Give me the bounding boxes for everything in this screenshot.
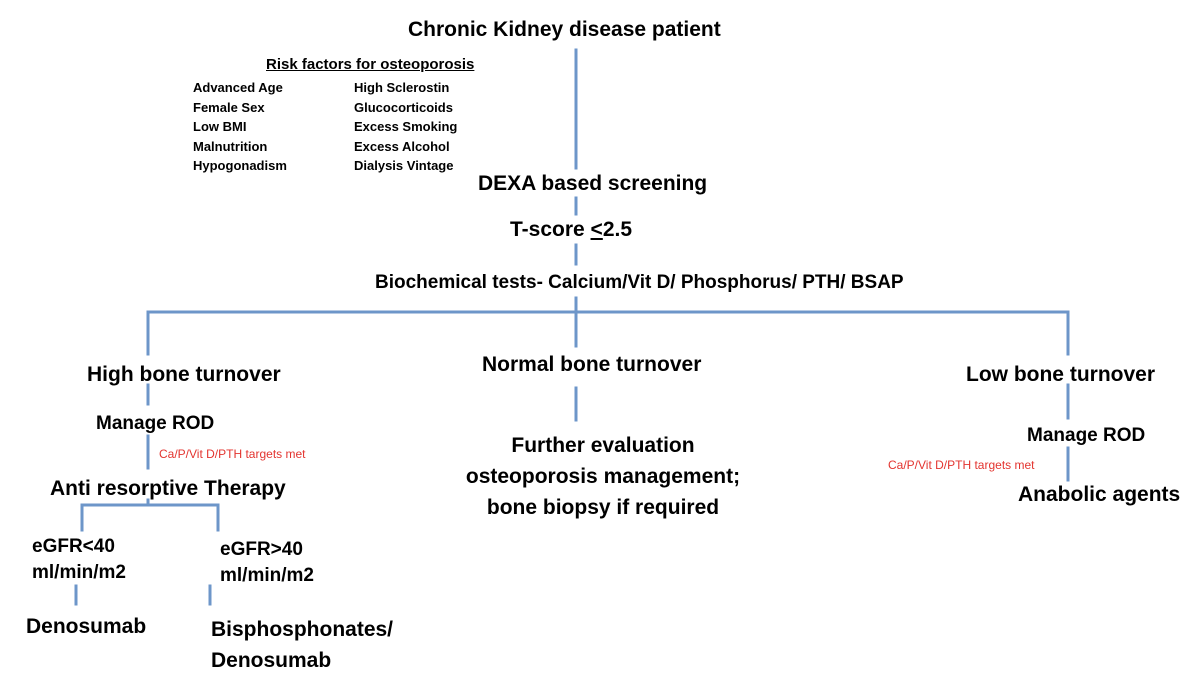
node-low-manage-rod: Manage ROD	[1027, 425, 1146, 446]
node-ckd-patient: Chronic Kidney disease patient	[408, 18, 721, 41]
evaluation-line-1: Further evaluation	[511, 434, 695, 457]
node-bisphosphonates-denosumab: Bisphosphonates/ Denosumab	[211, 614, 393, 676]
risk-factors-title: Risk factors for osteoporosis	[266, 56, 475, 73]
egfr-lt-40-unit: ml/min/m2	[32, 562, 126, 583]
node-high-bone-turnover: High bone turnover	[87, 363, 281, 386]
risk-factors-right-column: High Sclerostin Glucocorticoids Excess S…	[354, 78, 457, 176]
bisphosphonates-line-2: Denosumab	[211, 649, 332, 672]
risk-factor-item: Malnutrition	[193, 138, 268, 154]
risk-factor-item: Excess Smoking	[354, 119, 458, 134]
risk-factors-left-column: Advanced Age Female Sex Low BMI Malnutri…	[193, 78, 287, 176]
node-high-manage-rod: Manage ROD	[96, 413, 215, 434]
node-further-evaluation: Further evaluation osteoporosis manageme…	[443, 430, 763, 523]
node-denosumab: Denosumab	[26, 615, 147, 638]
risk-factor-item: High Sclerostin	[354, 80, 450, 95]
risk-factor-item: Advanced Age	[193, 80, 283, 95]
risk-factor-item: Excess Alcohol	[354, 138, 450, 154]
tscore-symbol: <	[590, 218, 603, 241]
node-egfr-lt-40: eGFR<40 ml/min/m2	[32, 534, 126, 586]
note-low-targets-met: Ca/P/Vit D/PTH targets met	[888, 458, 1035, 472]
egfr-lt-40-label: eGFR<40	[32, 536, 115, 557]
bisphosphonates-line-1: Bisphosphonates/	[211, 618, 394, 641]
egfr-gt-40-label: eGFR>40	[220, 539, 303, 560]
egfr-gt-40-unit: ml/min/m2	[220, 565, 314, 586]
risk-factor-item: Dialysis Vintage	[354, 158, 454, 173]
tscore-prefix: T-score	[510, 218, 591, 241]
evaluation-line-3: bone biopsy if required	[486, 496, 720, 519]
evaluation-line-2: osteoporosis management;	[465, 465, 741, 488]
node-anabolic-agents: Anabolic agents	[1018, 483, 1181, 506]
node-biochemical-tests: Biochemical tests- Calcium/Vit D/ Phosph…	[375, 272, 904, 293]
risk-factor-item: Low BMI	[193, 119, 247, 134]
node-egfr-gt-40: eGFR>40 ml/min/m2	[220, 537, 314, 589]
node-tscore: T-score <2.5	[510, 217, 632, 242]
node-low-bone-turnover: Low bone turnover	[966, 363, 1155, 386]
node-dexa-screening: DEXA based screening	[478, 172, 708, 195]
node-normal-bone-turnover: Normal bone turnover	[482, 353, 702, 376]
node-anti-resorptive-therapy: Anti resorptive Therapy	[50, 477, 286, 500]
risk-factor-item: Glucocorticoids	[354, 99, 453, 115]
risk-factor-item: Hypogonadism	[193, 158, 287, 173]
note-high-targets-met: Ca/P/Vit D/PTH targets met	[159, 447, 306, 461]
tscore-value: 2.5	[602, 218, 633, 241]
risk-factor-item: Female Sex	[193, 99, 265, 115]
